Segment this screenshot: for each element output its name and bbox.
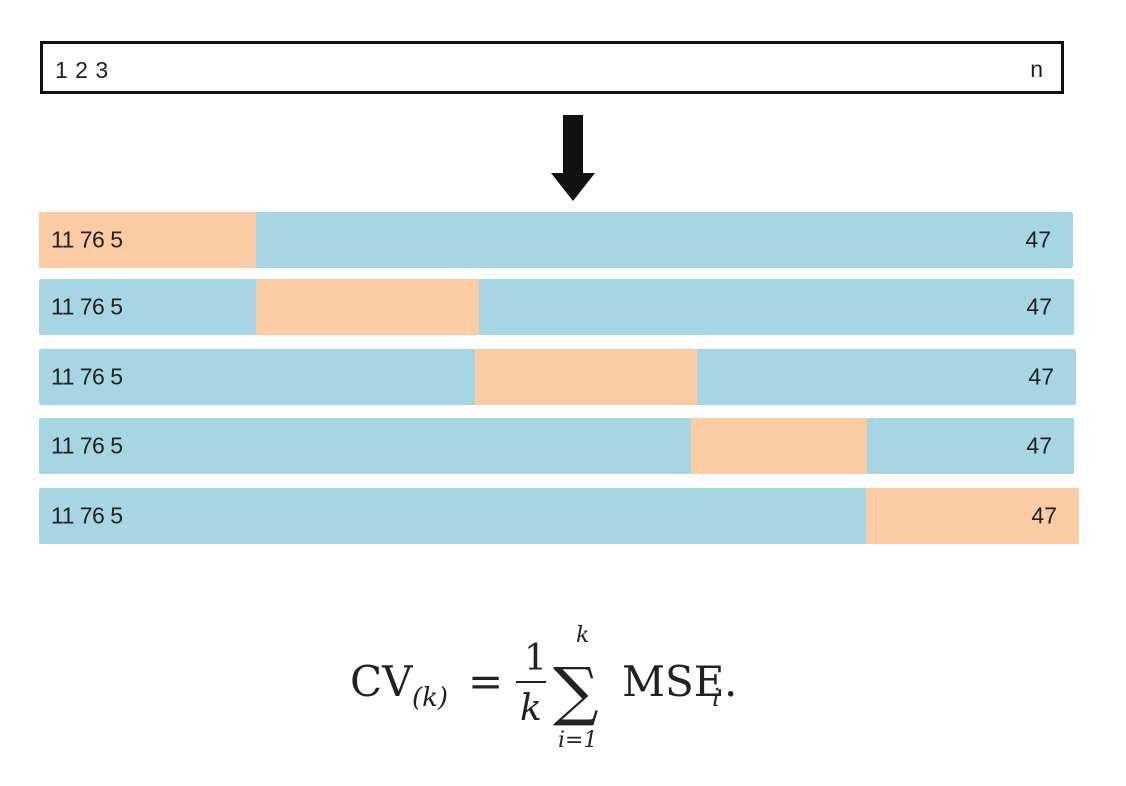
fold-row: 11 76 5 47 xyxy=(39,279,1074,335)
formula-term: MSE xyxy=(622,657,724,706)
validation-segment xyxy=(691,418,867,474)
fold-start-label: 11 76 5 xyxy=(51,432,123,459)
fold-start-label: 11 76 5 xyxy=(51,363,123,390)
validation-segment xyxy=(39,212,257,268)
formula-sum-upper: k xyxy=(576,623,589,648)
formula-term-subscript: i xyxy=(712,684,720,712)
formula-equals: = xyxy=(468,657,503,706)
dataset-start-label: 1 2 3 xyxy=(55,57,109,83)
fold-end-label: 47 xyxy=(1025,226,1051,253)
cv-formula: CV (k) = 1 k ∑ k i=1 MSE i . xyxy=(350,623,737,753)
fold-end-label: 47 xyxy=(1028,363,1054,390)
validation-segment xyxy=(865,488,1079,544)
fold-start-label: 11 76 5 xyxy=(51,226,123,253)
formula-lhs: CV xyxy=(350,657,413,706)
formula-denominator: k xyxy=(520,688,542,729)
formula-sum-symbol: ∑ xyxy=(553,655,599,729)
fold-row: 11 76 5 47 xyxy=(39,349,1076,405)
formula-numerator: 1 xyxy=(524,638,547,679)
fold-end-label: 47 xyxy=(1026,432,1052,459)
formula-sum-lower: i=1 xyxy=(558,728,597,753)
dataset-end-label: n xyxy=(1030,56,1043,82)
validation-segment xyxy=(474,349,698,405)
formula-lhs-subscript: (k) xyxy=(412,683,448,713)
validation-segment xyxy=(256,279,479,335)
fold-start-label: 11 76 5 xyxy=(51,502,123,529)
down-arrow-icon xyxy=(551,115,595,201)
fold-row: 11 76 5 47 xyxy=(39,212,1073,268)
full-dataset-box: 1 2 3 n xyxy=(40,41,1064,94)
fold-row: 11 76 5 47 xyxy=(39,488,1079,544)
fold-end-label: 47 xyxy=(1031,502,1057,529)
fold-row: 11 76 5 47 xyxy=(39,418,1074,474)
fold-start-label: 11 76 5 xyxy=(51,293,123,320)
fold-end-label: 47 xyxy=(1026,293,1052,320)
formula-period: . xyxy=(724,657,737,706)
